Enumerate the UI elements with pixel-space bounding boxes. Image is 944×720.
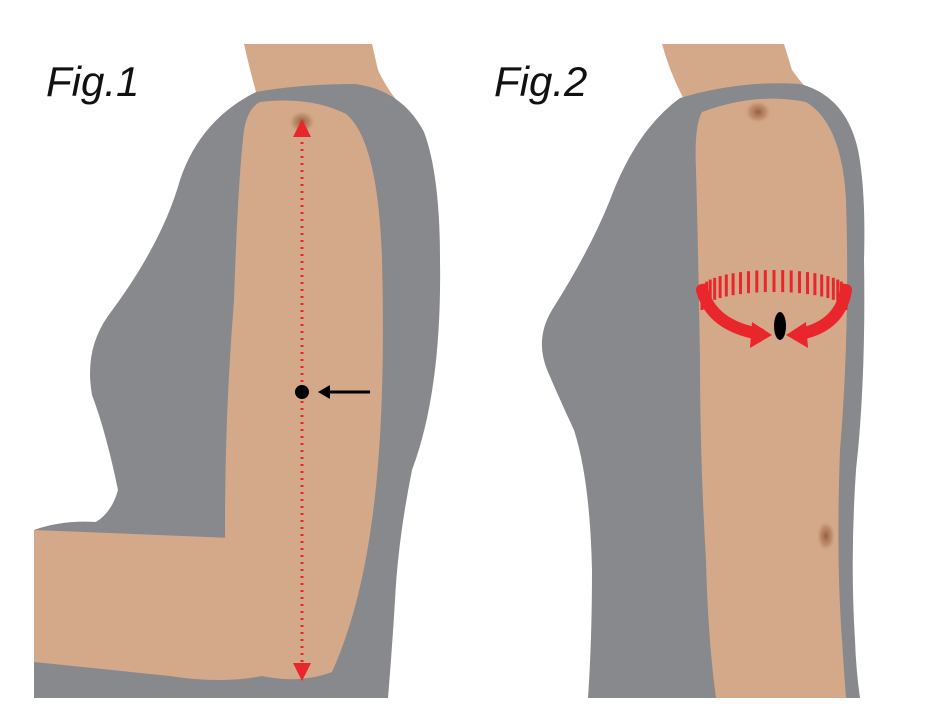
fig1-midpoint-dot-icon <box>295 385 309 399</box>
figure-1: Fig.1 <box>34 44 441 698</box>
fig1-shoulder-mark <box>288 110 316 134</box>
figure-2: Fig.2 <box>494 44 865 699</box>
fig2-oval-dot-icon <box>774 312 786 340</box>
fig2-red-circumference-tape-icon <box>696 270 852 348</box>
fig1-forearm <box>34 530 262 680</box>
fig2-elbow-mark <box>816 520 836 552</box>
fig1-left-arrow-icon <box>318 385 370 399</box>
fig2-shoulder-mark <box>744 100 772 124</box>
fig2-upper-arm <box>695 98 848 698</box>
fig2-label: Fig.2 <box>494 58 587 105</box>
fig1-label: Fig.1 <box>46 58 139 105</box>
